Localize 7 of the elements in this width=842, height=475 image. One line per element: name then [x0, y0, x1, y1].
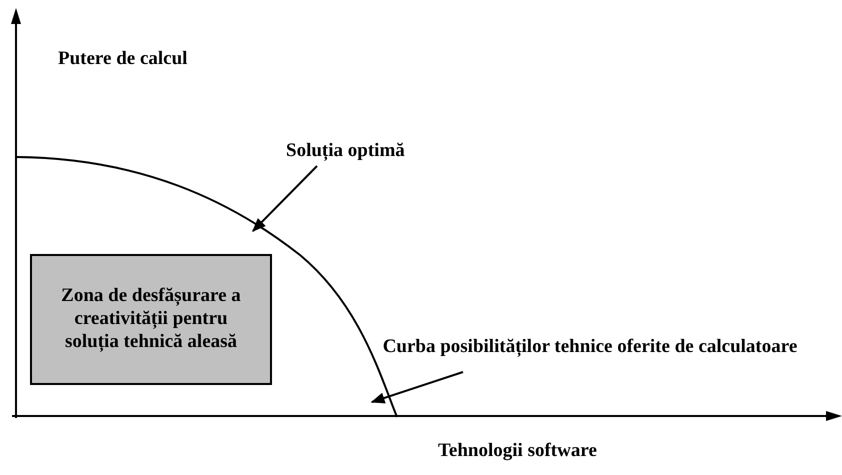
callout-text: Curba posibilităților tehnice oferite de calculatoare: [380, 336, 800, 359]
zone-text: Zona de desfășurare a creativității pentru soluția tehnică aleasă: [60, 285, 242, 354]
axis-label: Tehnologii software: [438, 440, 597, 463]
callout-text: Soluția optimă: [286, 140, 456, 163]
leader-arrow: [370, 371, 464, 404]
axis-label: Putere de calcul: [58, 48, 188, 71]
leader-arrow: [252, 165, 318, 232]
